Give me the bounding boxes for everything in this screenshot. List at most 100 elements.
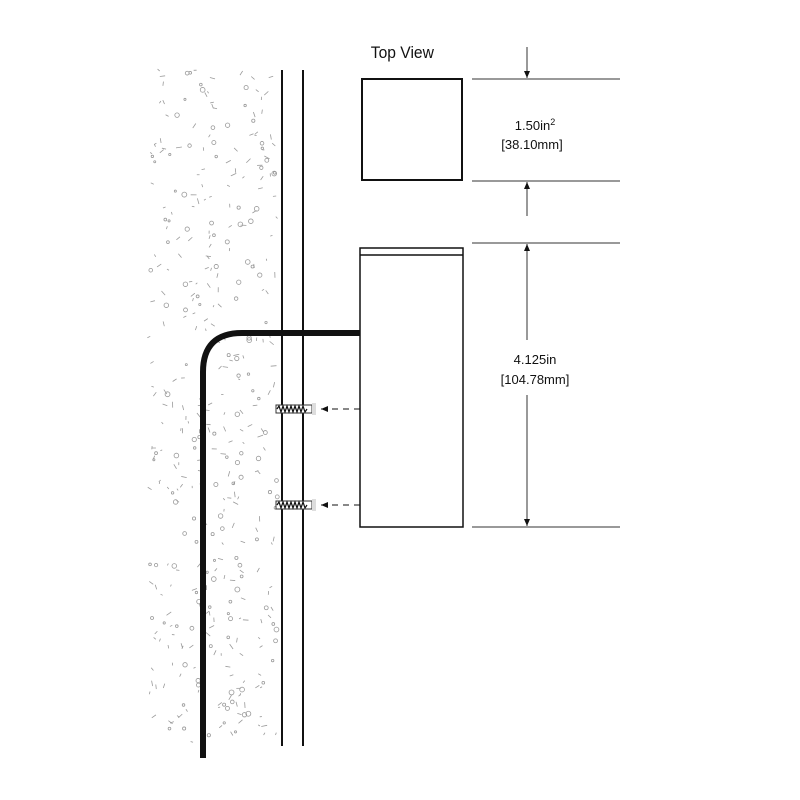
concrete-speckle — [210, 532, 215, 537]
concrete-speckle — [181, 703, 186, 707]
concrete-speckle — [270, 134, 272, 140]
concrete-speckle — [150, 361, 154, 364]
width-dimension-lines — [472, 47, 620, 216]
concrete-speckle — [204, 267, 209, 270]
concrete-speckle — [233, 353, 240, 356]
concrete-speckle — [271, 170, 278, 177]
concrete-speckle — [269, 585, 273, 589]
concrete-speckle — [174, 112, 180, 118]
concrete-speckle — [210, 101, 214, 104]
concrete-speckle — [160, 449, 163, 452]
top-view-label: Top View — [371, 43, 434, 62]
concrete-speckle — [183, 315, 187, 318]
concrete-speckle — [237, 562, 243, 568]
concrete-speckle — [205, 255, 212, 258]
concrete-speckle — [263, 605, 269, 611]
concrete-speckle — [173, 189, 177, 193]
concrete-speckle — [148, 268, 153, 273]
concrete-speckle — [173, 464, 177, 469]
concrete-speckle — [192, 312, 196, 315]
concrete-speckle — [246, 337, 253, 343]
concrete-speckle — [243, 103, 247, 108]
concrete-speckle — [228, 694, 232, 701]
concrete-speckle — [159, 138, 162, 143]
concrete-speckle — [259, 645, 263, 648]
concrete-speckle — [255, 455, 262, 462]
concrete-speckle — [182, 405, 185, 411]
concrete-speckle — [222, 497, 226, 501]
concrete-speckle — [208, 605, 212, 609]
concrete-speckle — [163, 389, 168, 395]
concrete-speckle — [267, 390, 271, 396]
concrete-speckle — [257, 434, 264, 438]
concrete-speckle — [193, 446, 197, 450]
concrete-speckle — [162, 403, 168, 407]
concrete-speckle — [211, 140, 217, 146]
concrete-speckle — [157, 68, 161, 72]
concrete-speckle — [166, 268, 170, 271]
concrete-speckle — [181, 191, 188, 198]
concrete-speckle — [161, 147, 167, 150]
concrete-speckle — [242, 355, 245, 359]
concrete-speckle — [254, 131, 259, 135]
concrete-speckle — [236, 205, 241, 210]
concrete-speckle — [190, 741, 194, 743]
concrete-speckle — [205, 570, 209, 574]
concrete-speckle — [223, 426, 227, 432]
concrete-speckle — [208, 235, 211, 240]
concrete-speckle — [163, 302, 170, 308]
concrete-speckle — [211, 103, 214, 109]
concrete-speckle — [171, 563, 177, 569]
concrete-speckle — [213, 482, 219, 487]
concrete-speckle — [153, 391, 157, 397]
concrete-speckle — [234, 555, 239, 560]
concrete-speckle — [206, 255, 210, 260]
concrete-speckle — [228, 599, 233, 604]
concrete-speckle — [179, 483, 183, 488]
concrete-speckle — [239, 574, 244, 579]
concrete-speckle — [238, 719, 243, 724]
concrete-speckle — [261, 724, 268, 727]
concrete-speckle — [165, 114, 169, 117]
concrete-speckle — [210, 323, 215, 327]
concrete-speckle — [239, 451, 244, 456]
concrete-speckle — [273, 638, 278, 644]
concrete-speckle — [233, 481, 236, 485]
concrete-speckle — [226, 353, 231, 358]
concrete-speckle — [154, 584, 158, 590]
concrete-speckle — [199, 87, 206, 93]
concrete-speckle — [237, 496, 240, 500]
concrete-speckle — [232, 501, 239, 505]
concrete-speckle — [177, 713, 183, 719]
concrete-speckle — [150, 154, 154, 158]
concrete-speckle — [257, 272, 263, 278]
concrete-speckle — [205, 328, 207, 332]
fixture-top-view — [361, 78, 463, 181]
concrete-speckle — [195, 282, 198, 285]
concrete-speckle — [272, 382, 275, 388]
concrete-speckle — [159, 638, 161, 642]
concrete-speckle — [226, 635, 230, 640]
concrete-speckle — [208, 611, 211, 616]
concrete-speckle — [239, 686, 245, 693]
concrete-speckle — [253, 206, 260, 212]
concrete-speckle — [228, 224, 233, 228]
concrete-speckle — [241, 712, 248, 718]
concrete-speckle — [180, 643, 183, 649]
concrete-speckle — [239, 569, 244, 574]
concrete-speckle — [150, 667, 154, 671]
concrete-speckle — [271, 658, 275, 663]
concrete-speckle — [222, 702, 227, 707]
concrete-speckle — [176, 236, 181, 241]
concrete-speckle — [271, 622, 276, 626]
concrete-speckle — [259, 686, 263, 689]
concrete-speckle — [257, 396, 261, 401]
concrete-speckle — [152, 458, 156, 462]
concrete-speckle — [223, 574, 226, 580]
concrete-speckle — [222, 721, 226, 725]
concrete-speckle — [184, 363, 188, 367]
concrete-speckle — [167, 645, 170, 649]
concrete-speckle — [234, 730, 237, 734]
concrete-speckle — [182, 531, 187, 536]
